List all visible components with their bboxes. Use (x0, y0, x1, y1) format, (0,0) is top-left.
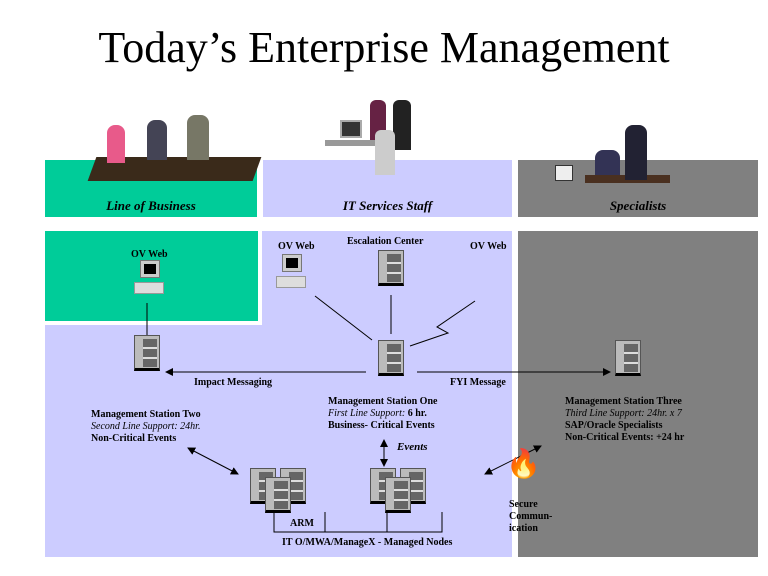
escalation-center-label: Escalation Center (347, 236, 424, 247)
station-one-events: Business- Critical Events (328, 420, 435, 431)
station-three-name: Management Station Three (565, 396, 682, 407)
managed-node-server-icon (265, 477, 291, 513)
fire-icon: 🔥 (506, 449, 541, 480)
managed-node-server-icon (385, 477, 411, 513)
station-one-support-value: 6 hr. (407, 408, 427, 419)
ov-web-right-label: OV Web (470, 241, 507, 252)
station-two-server-icon (134, 335, 160, 371)
station-one-label: Management Station One First Line Suppor… (328, 396, 437, 432)
fyi-message-label: FYI Message (450, 377, 506, 388)
ov-web-lob-label: OV Web (131, 249, 168, 260)
business-meeting-illustration (87, 115, 262, 185)
impact-messaging-label: Impact Messaging (194, 377, 273, 388)
arm-label: ARM (290, 518, 314, 529)
station-two-name: Management Station Two (91, 409, 201, 420)
station-two-label: Management Station Two Second Line Suppo… (91, 409, 201, 445)
it-staff-illustration (325, 95, 420, 185)
column-label: Specialists (609, 198, 667, 213)
station-two-support: Second Line Support: 24hr. (91, 421, 201, 432)
ov-web-left-label: OV Web (278, 241, 315, 252)
column-label: Line of Business (106, 198, 196, 213)
station-three-label: Management Station Three Third Line Supp… (565, 396, 684, 444)
ov-web-left-computer-icon (276, 254, 306, 290)
station-one-server-icon (378, 340, 404, 376)
ov-web-lob-computer-icon (134, 260, 164, 296)
column-label: IT Services Staff (342, 198, 433, 213)
secure-line: ication (509, 523, 538, 534)
events-label: Events (397, 441, 428, 453)
station-three-events: Non-Critical Events: +24 hr (565, 432, 685, 443)
station-three-server-icon (615, 340, 641, 376)
secure-line: Secure (509, 499, 538, 510)
managed-nodes-label: IT O/MWA/ManageX - Managed Nodes (282, 537, 453, 548)
secure-communication-label: Secure Commun- ication (509, 499, 552, 535)
specialists-illustration (555, 125, 675, 190)
escalation-server-icon (378, 250, 404, 286)
specialists-area (518, 231, 758, 557)
station-two-events: Non-Critical Events (91, 433, 177, 444)
slide-title: Today’s Enterprise Management (98, 23, 670, 72)
secure-line: Commun- (509, 511, 553, 522)
station-three-specialists: SAP/Oracle Specialists (565, 420, 663, 431)
station-one-name: Management Station One (328, 396, 438, 407)
station-one-support: First Line Support: (328, 408, 406, 419)
station-three-support: Third Line Support: 24hr. x 7 (565, 408, 682, 419)
